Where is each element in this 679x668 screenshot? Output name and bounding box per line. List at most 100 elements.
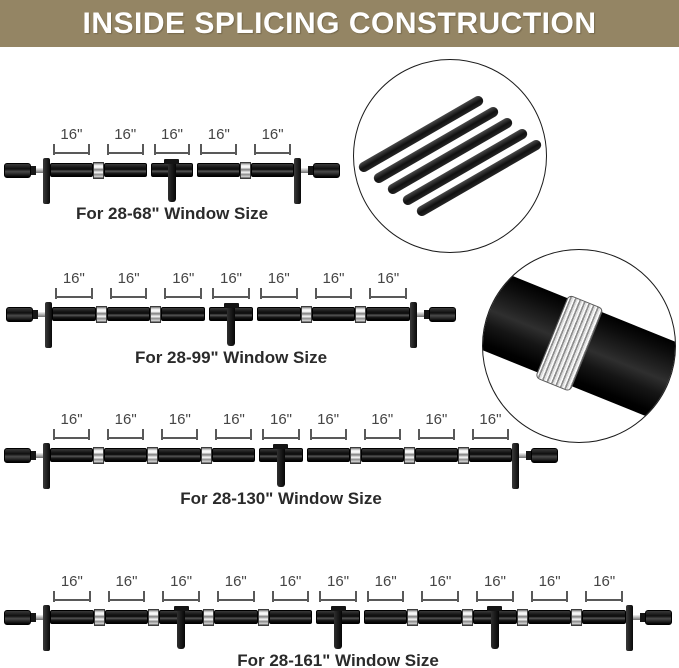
rod-segment [197,163,241,177]
spacer [4,429,50,430]
segment-length-label: 16" [322,270,345,287]
support-bracket-stem [167,160,176,202]
plain-joint [303,448,307,462]
right-end-bracket [293,158,301,204]
rod-segment [251,163,294,177]
dimension-span [471,429,509,440]
dimension-line [423,599,458,601]
dimension-span [53,144,90,155]
splice-connector [93,608,105,626]
spacer [6,288,52,289]
spacer [404,411,415,412]
right-finial [312,163,340,178]
dimension-line [214,296,248,298]
dimension-span [53,591,91,602]
splice-closeup-inset [482,249,676,443]
right-end-bracket [511,443,519,489]
rod-segment [256,307,301,321]
right-finial-neck [307,166,313,175]
segment-length-label: 16" [60,126,83,143]
spacer [458,411,469,412]
dimension-span [476,591,514,602]
dimension-line [163,437,197,439]
dimension-row [4,429,558,440]
rod-diagram-3: 16"16"16"16"16"16"16"16"16"For 28-130" W… [4,411,558,509]
dimension-line [321,599,355,601]
spacer [147,429,158,430]
dimension-row [6,288,456,299]
dimension-span [421,591,460,602]
spacer [93,411,104,412]
left-end-bracket [43,158,50,204]
segment-label-row: 16"16"16"16"16"16"16"16"16" [4,411,558,428]
segment-length-label: 16" [279,573,302,590]
spacer [312,591,316,592]
dimension-span [585,591,624,602]
splice-connector [300,305,312,323]
splice-connector [349,446,361,464]
left-connector-pin [36,453,43,458]
dimension-line [155,152,189,154]
right-finial-neck [424,310,430,319]
right-end-bracket [410,302,418,348]
rod-segment [212,448,256,462]
splice-connector [571,608,583,626]
right-finial [645,610,673,625]
dimension-span [262,429,300,440]
dimension-span [153,144,191,155]
spacer [517,573,528,574]
dimension-line [311,437,345,439]
rod-diagram-4: 16"16"16"16"16"16"16"16"16"16"16"For 28-… [4,573,673,668]
segment-label-row: 16"16"16"16"16" [4,126,340,143]
spacer [193,144,197,145]
dimension-span [259,288,298,299]
spacer [350,429,361,430]
spacer [294,144,340,145]
spacer [350,411,361,412]
spacer [258,591,269,592]
rod-bundle-inset [353,59,547,253]
segment-length-label: 16" [114,126,137,143]
spacer [407,591,418,592]
spacer [201,411,212,412]
rod-segment [418,610,463,624]
dimension-span [309,429,347,440]
segment-length-label: 16" [114,411,137,428]
left-end-bracket [43,605,50,651]
segment-length-label: 16" [172,270,195,287]
rod-segment [360,448,404,462]
right-connector-pin [417,312,425,317]
segment-length-label: 16" [207,126,230,143]
rod-segment [582,610,627,624]
rod-segment [311,307,356,321]
dimension-span [216,591,255,602]
segment-length-label: 16" [170,573,193,590]
dimension-span [107,591,146,602]
rod-segment [52,307,96,321]
rod-segment [473,606,517,649]
spacer [201,429,212,430]
spacer [203,591,214,592]
left-end-bracket [43,443,50,489]
dimension-row [4,144,340,155]
dimension-span [161,429,199,440]
segment-length-label: 16" [479,411,502,428]
segment-length-label: 16" [117,270,140,287]
spacer [626,573,672,574]
right-end-bracket [626,605,634,651]
left-finial [4,448,31,463]
splice-connector [403,446,415,464]
segment-length-label: 16" [327,573,350,590]
right-finial [530,448,558,463]
left-connector-pin [36,168,43,173]
support-bracket-cap [223,303,239,308]
left-finial-neck [31,613,36,622]
plain-joint [147,163,151,177]
spacer [150,270,161,271]
spacer [94,591,105,592]
spacer [301,288,312,289]
rod-segment [50,448,94,462]
spacer [147,144,151,145]
rod-segment [104,448,148,462]
